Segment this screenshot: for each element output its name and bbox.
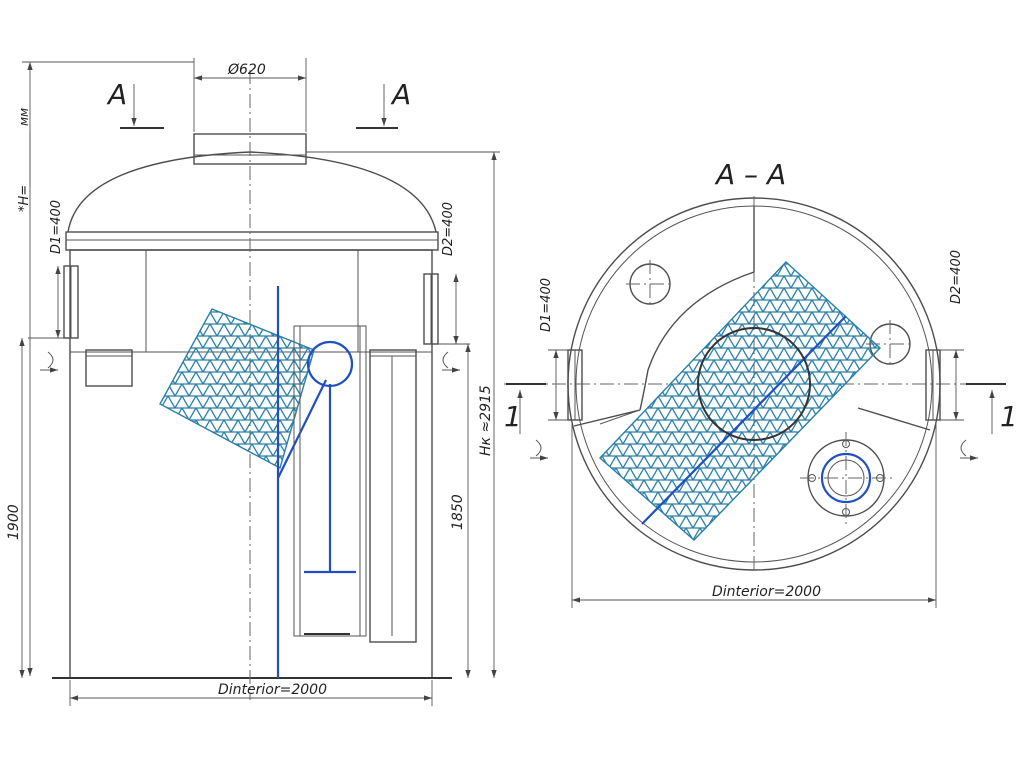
- front-view: A A Ø620 *H= мм D1=400 D2=400: [6, 58, 500, 706]
- inlet-box: [85, 349, 133, 387]
- height-note-unit: мм: [17, 108, 31, 126]
- inlet-flow-symbol: [40, 351, 58, 373]
- section-title: A – A: [714, 158, 786, 191]
- filter-mesh-section: [598, 261, 882, 541]
- cut-mark-right: 1: [1000, 400, 1018, 433]
- tank-flange: [65, 231, 439, 251]
- section-mark-right: A: [390, 78, 411, 111]
- front-d1-label: D1=400: [49, 200, 64, 254]
- cut-mark-left: 1: [504, 400, 522, 433]
- section-d1-label: D1=400: [539, 278, 554, 332]
- section-mark-left: A: [106, 78, 127, 111]
- cartridge-column: [369, 349, 417, 643]
- tank-body: [69, 249, 433, 679]
- pipe-ring: [306, 340, 354, 388]
- section-partition: [573, 206, 931, 431]
- filter-mesh-front: [159, 308, 315, 470]
- outlet-flow-symbol: [442, 351, 460, 373]
- section-inlet-flow-symbol: [530, 439, 548, 461]
- height-1850-label: 1850: [450, 494, 466, 530]
- section-flanged-pipe: [800, 432, 892, 524]
- section-manhole: [697, 327, 811, 441]
- section-outlet-flow-symbol: [960, 439, 978, 461]
- manhole-neck: [193, 133, 307, 165]
- front-d-interior-label: Dinterior=2000: [218, 682, 327, 698]
- manhole-diameter-label: Ø620: [227, 62, 266, 78]
- section-d-interior-label: Dinterior=2000: [712, 584, 821, 600]
- height-1900-label: 1900: [6, 504, 22, 540]
- front-d2-label: D2=400: [441, 202, 456, 256]
- hk-height-label: Hк ≈2915: [478, 385, 494, 456]
- section-view: A – A: [504, 158, 1018, 608]
- section-d2-label: D2=400: [949, 250, 964, 304]
- filter-frame: [293, 325, 367, 637]
